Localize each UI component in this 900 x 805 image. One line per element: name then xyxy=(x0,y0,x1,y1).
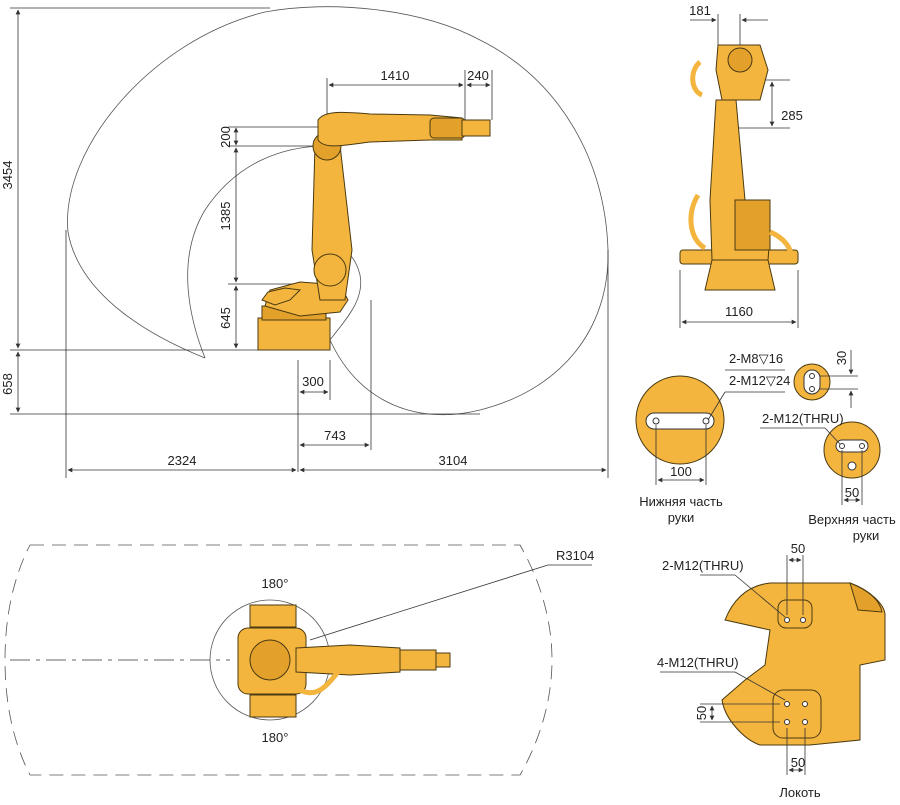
lower-arm-caption-line1: Нижняя часть xyxy=(639,494,723,509)
rear-dimension-lines xyxy=(679,14,799,328)
rear-view: 181 285 1160 xyxy=(679,3,803,328)
upper-arm-spacing: 50 xyxy=(845,485,859,500)
elbow-dim-bottom: 50 xyxy=(791,755,805,770)
dim-upper-arm-length: 1385 xyxy=(218,202,233,231)
elbow-dim-top: 50 xyxy=(791,541,805,556)
upper-arm-detail: 2-M12(THRU) 50 Верхняя часть руки xyxy=(760,411,896,543)
lower-arm-detail: 2-M8▽16 2-M12▽24 100 Нижняя часть руки xyxy=(635,351,790,525)
upper-arm-hole-spec: 2-M12(THRU) xyxy=(762,411,844,426)
upper-arm-dim-30: 30 xyxy=(834,351,849,365)
top-view-radius-label: R3104 xyxy=(556,548,594,563)
dim-base-width: 1160 xyxy=(725,304,753,319)
upper-arm-caption-line1: Верхняя часть xyxy=(808,512,896,527)
dim-upper-arm-offset: 200 xyxy=(218,126,233,148)
work-envelope-outer xyxy=(67,6,609,416)
elbow-caption: Локоть xyxy=(779,785,820,800)
dim-min-reach: 743 xyxy=(324,428,346,443)
top-view-angle-bottom: 180° xyxy=(262,730,289,745)
upper-arm-slot-detail: 30 xyxy=(793,350,858,408)
dim-base-below: 658 xyxy=(0,373,15,395)
robot-side-silhouette xyxy=(257,111,491,351)
robot-top-silhouette xyxy=(237,604,451,718)
side-dimension-lines xyxy=(10,7,609,478)
lower-arm-hole-spec-1: 2-M8▽16 xyxy=(729,351,783,366)
dim-top-width: 181 xyxy=(689,3,711,18)
top-view: R3104 180° 180° xyxy=(4,544,594,776)
lower-arm-spacing: 100 xyxy=(670,464,692,479)
elbow-dim-left: 50 xyxy=(694,706,709,720)
lower-arm-caption-line2: руки xyxy=(668,510,695,525)
robot-rear-silhouette xyxy=(679,44,799,291)
dim-forearm-length: 1410 xyxy=(381,68,410,83)
work-envelope-inner xyxy=(187,145,331,359)
top-view-angle-top: 180° xyxy=(262,576,289,591)
dim-front-reach: 3104 xyxy=(439,453,468,468)
side-view: 3454 658 200 1385 645 1410 240 300 743 2… xyxy=(0,6,609,478)
dim-axis-offset: 300 xyxy=(302,374,324,389)
top-view-envelope xyxy=(4,544,553,776)
dim-wrist-offset: 285 xyxy=(781,108,803,123)
dim-height-total: 3454 xyxy=(0,161,15,190)
elbow-hole-spec-top: 2-M12(THRU) xyxy=(662,558,744,573)
dim-wrist-length: 240 xyxy=(467,68,489,83)
elbow-hole-spec-bottom: 4-M12(THRU) xyxy=(657,655,739,670)
dim-base-height: 645 xyxy=(218,307,233,329)
upper-arm-caption-line2: руки xyxy=(853,528,880,543)
elbow-detail: 2-M12(THRU) 4-M12(THRU) 50 50 50 Локоть xyxy=(657,541,886,800)
lower-arm-hole-spec-2: 2-M12▽24 xyxy=(729,373,790,388)
dim-rear-reach: 2324 xyxy=(168,453,197,468)
